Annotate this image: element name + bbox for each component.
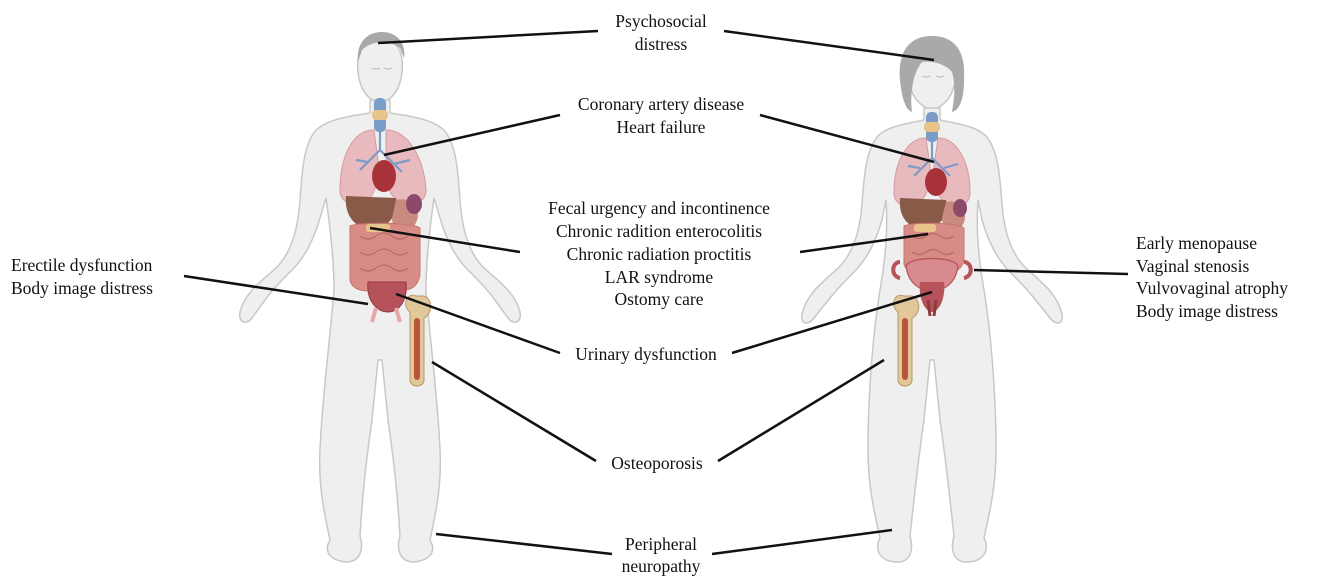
- male-spleen-icon: [406, 194, 422, 214]
- label-line: Peripheral: [625, 534, 697, 554]
- female-spleen-icon: [953, 199, 967, 217]
- male-figure: [240, 32, 521, 562]
- label-female-sexual: Early menopause Vaginal stenosis Vulvova…: [1136, 233, 1288, 321]
- leader-female-sexual: [974, 270, 1128, 274]
- label-bowel: Fecal urgency and incontinence Chronic r…: [548, 198, 770, 309]
- leader-neuropathy-male: [436, 534, 612, 554]
- label-psychosocial: Psychosocial distress: [615, 11, 707, 54]
- male-thyroid-icon: [372, 110, 388, 120]
- label-line: Chronic radiation proctitis: [567, 244, 752, 264]
- label-line: Coronary artery disease: [578, 94, 744, 114]
- leader-psychosocial-female: [724, 31, 934, 60]
- label-line: Ostomy care: [615, 289, 704, 309]
- female-thyroid-icon: [924, 122, 940, 132]
- label-male-sexual: Erectile dysfunction Body image distress: [11, 255, 153, 298]
- label-line: Body image distress: [1136, 301, 1278, 321]
- label-cardiac: Coronary artery disease Heart failure: [578, 94, 744, 137]
- label-line: Fecal urgency and incontinence: [548, 198, 770, 218]
- label-neuropathy: Peripheral neuropathy: [622, 534, 701, 576]
- label-line: Erectile dysfunction: [11, 255, 153, 275]
- leader-osteoporosis-female: [718, 360, 884, 461]
- label-line: Heart failure: [617, 117, 706, 137]
- label-line: distress: [635, 34, 688, 54]
- female-heart-icon: [925, 168, 947, 196]
- label-urinary: Urinary dysfunction: [575, 344, 717, 364]
- leader-neuropathy-female: [712, 530, 892, 554]
- label-line: neuropathy: [622, 556, 701, 576]
- female-figure: [802, 36, 1063, 562]
- label-line: Chronic radition enterocolitis: [556, 221, 762, 241]
- label-line: Early menopause: [1136, 233, 1257, 253]
- label-line: Osteoporosis: [611, 453, 703, 473]
- label-line: Psychosocial: [615, 11, 707, 31]
- label-line: Vaginal stenosis: [1136, 256, 1249, 276]
- label-osteoporosis: Osteoporosis: [611, 453, 703, 473]
- label-line: Urinary dysfunction: [575, 344, 717, 364]
- label-line: LAR syndrome: [605, 267, 714, 287]
- leader-osteoporosis-male: [432, 362, 596, 461]
- label-line: Vulvovaginal atrophy: [1136, 278, 1288, 298]
- label-line: Body image distress: [11, 278, 153, 298]
- leader-psychosocial-male: [378, 31, 598, 43]
- male-heart-icon: [372, 160, 396, 192]
